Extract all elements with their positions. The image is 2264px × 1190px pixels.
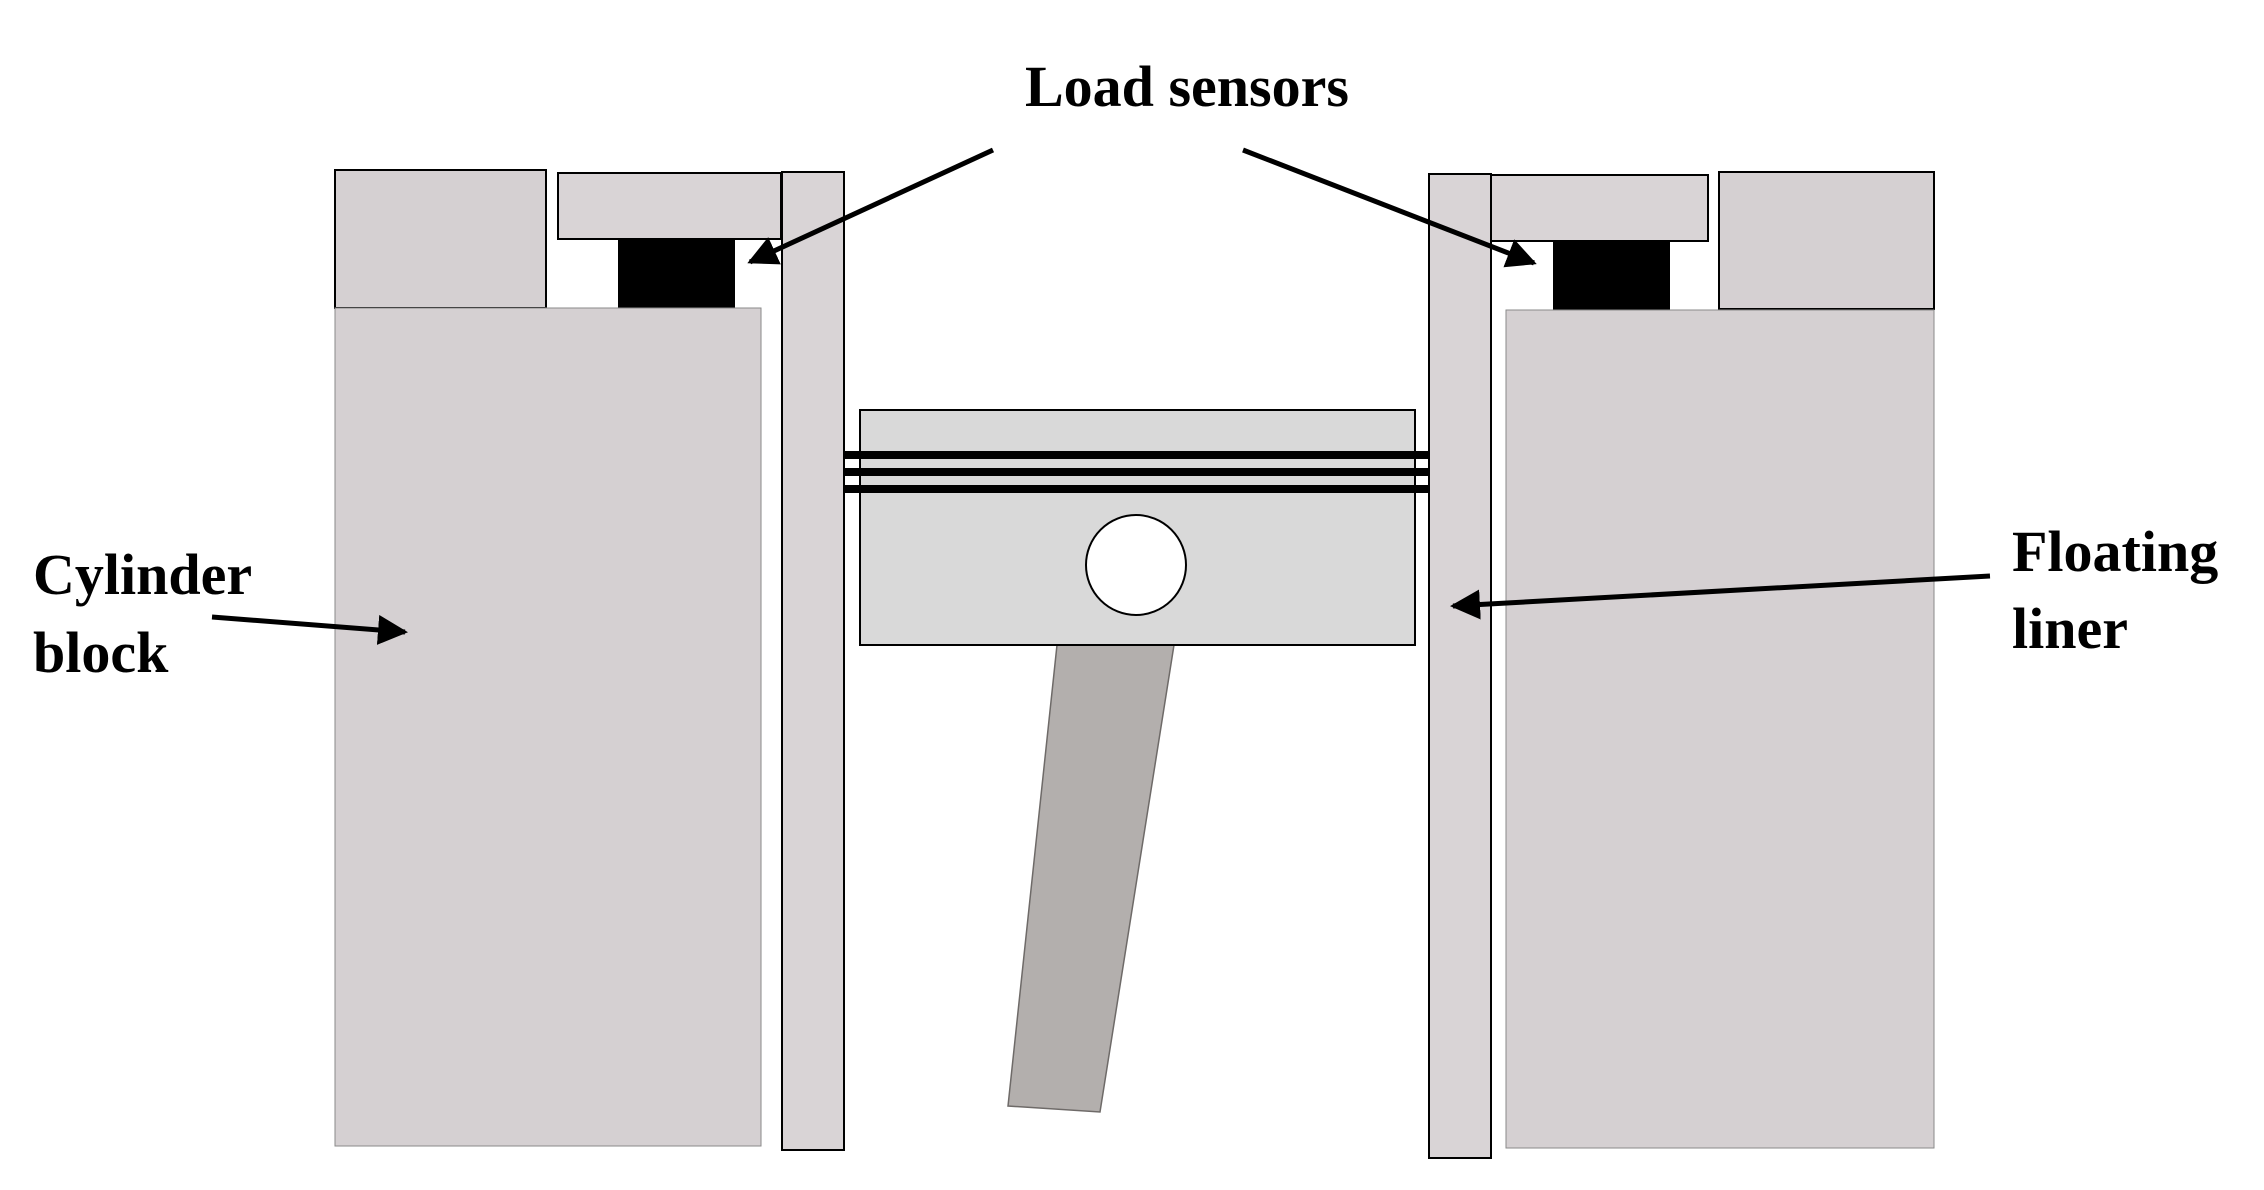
arrow-cylinder-block <box>211 614 408 645</box>
label-load-sensors: Load sensors <box>1025 54 1349 119</box>
left-load-sensor <box>618 239 735 308</box>
arrow-load-sensor-left <box>747 147 995 265</box>
connecting-rod <box>1007 644 1175 1113</box>
piston-ring-3 <box>845 485 1429 493</box>
right-sensor-cap <box>1490 174 1709 242</box>
piston-pin <box>1085 514 1187 616</box>
left-floating-liner-wall <box>781 171 845 1151</box>
right-load-sensor <box>1553 241 1670 310</box>
piston-ring-2 <box>845 468 1429 476</box>
label-floating-liner-line1: Floating <box>2012 519 2218 584</box>
left-cylinder-block-upper <box>334 169 547 309</box>
label-cylinder-block-line1: Cylinder <box>33 542 252 607</box>
piston-ring-1 <box>845 451 1429 459</box>
left-cylinder-block <box>334 307 762 1147</box>
right-floating-liner-wall <box>1428 173 1492 1159</box>
label-cylinder-block-line2: block <box>33 620 169 685</box>
arrow-floating-liner <box>1450 573 1991 620</box>
label-floating-liner-line2: liner <box>2012 596 2128 661</box>
left-sensor-cap <box>557 172 782 240</box>
arrow-load-sensor-right <box>1242 147 1537 268</box>
right-cylinder-block-upper <box>1718 171 1935 310</box>
right-cylinder-block <box>1505 309 1935 1149</box>
